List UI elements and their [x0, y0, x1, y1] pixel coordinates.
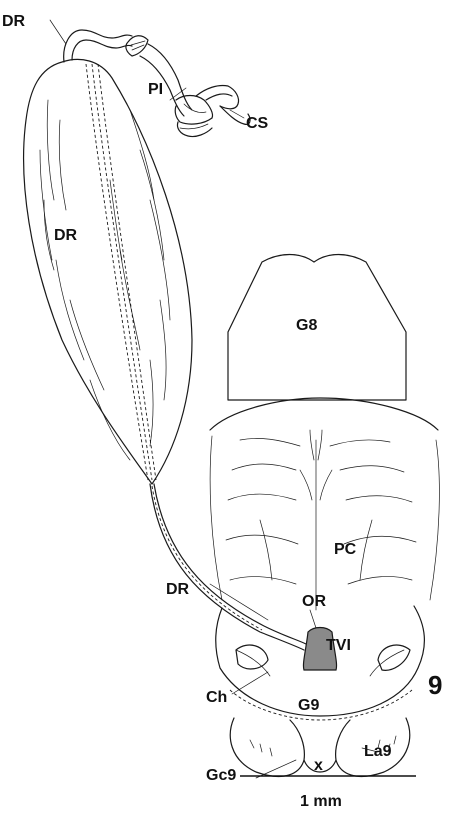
label-tvi: TVI: [326, 637, 351, 654]
pc-region: [210, 398, 439, 610]
dr-bulb: [24, 59, 192, 484]
pi-cs-apparatus: [126, 36, 250, 137]
figure-number: 9: [428, 670, 442, 700]
label-dr-low: DR: [166, 581, 190, 598]
label-cs: CS: [246, 115, 269, 132]
label-pi: PI: [148, 81, 163, 98]
label-ch: Ch: [206, 689, 227, 706]
label-g9: G9: [298, 697, 319, 714]
scale-bar-label: 1 mm: [300, 793, 342, 810]
duct-upper: [64, 30, 132, 62]
label-g8: G8: [296, 317, 317, 334]
duct-lower: [150, 484, 306, 650]
label-or: OR: [302, 593, 326, 610]
label-la9: La9: [364, 743, 392, 760]
scale-bar: 1 mm: [240, 776, 416, 810]
label-pc: PC: [334, 541, 357, 558]
label-dr-mid: DR: [54, 227, 78, 244]
label-dr-top: DR: [2, 13, 26, 30]
label-x: x: [314, 757, 323, 774]
label-gc9: Gc9: [206, 767, 236, 784]
